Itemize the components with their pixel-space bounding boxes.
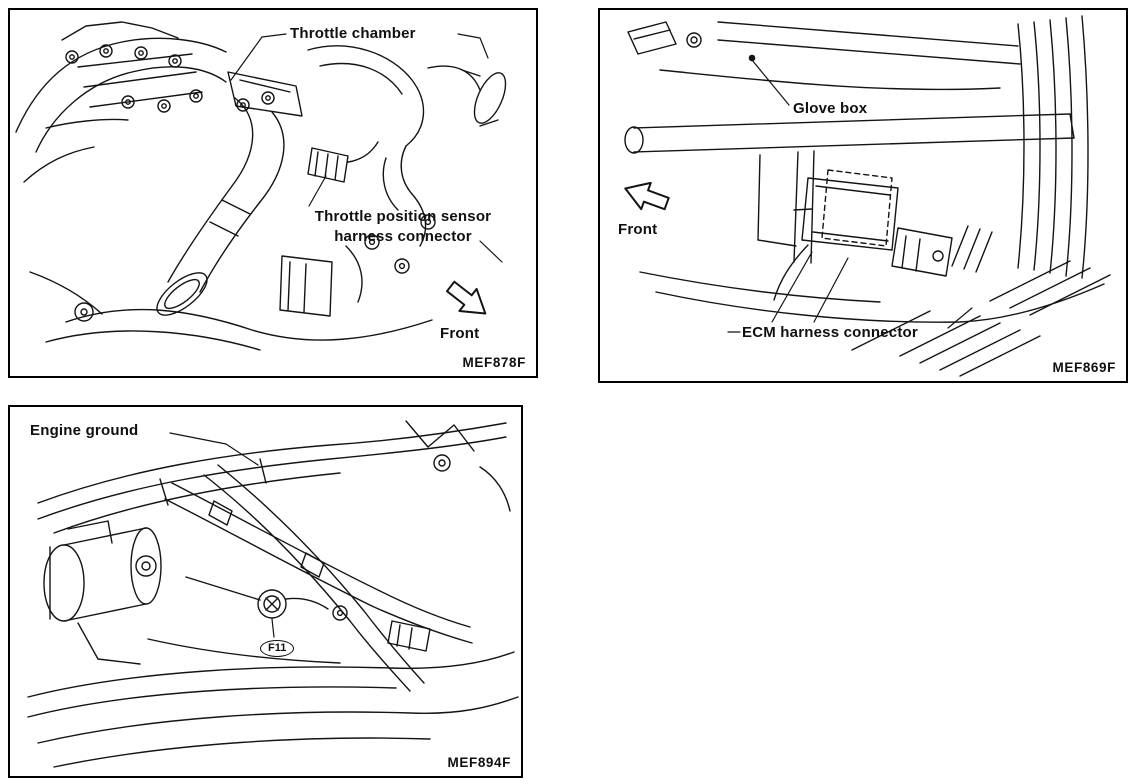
label-engine-ground: Engine ground [30, 422, 139, 439]
label-tps-harness-connector: Throttle position sensor harness connect… [280, 207, 526, 248]
label-glove-box: Glove box [793, 100, 868, 117]
figure-ecm-connector: Glove box Front ECM harness connector ME… [598, 8, 1128, 383]
engine-ground-illustration [27, 420, 519, 768]
label-tps-line1: Throttle position sensor [314, 208, 492, 225]
label-front-ecm: Front [618, 221, 658, 238]
ecm-illustration [624, 15, 1111, 377]
figure-code-ground: MEF894F [447, 755, 511, 770]
front-arrow-icon [624, 181, 670, 211]
front-arrow-icon [445, 280, 487, 315]
ground-bolt-icon [263, 595, 281, 613]
label-front-throttle: Front [440, 325, 480, 342]
throttle-illustration [15, 21, 507, 351]
figure-throttle-sensor: Throttle chamber Throttle position senso… [8, 8, 538, 378]
figure-engine-ground: Engine ground F11 MEF894F [8, 405, 523, 778]
label-tps-line2: harness connector [334, 228, 472, 246]
figure-code-throttle: MEF878F [462, 355, 526, 370]
connector-ref-badge: F11 [260, 640, 295, 657]
label-throttle-chamber: Throttle chamber [290, 25, 416, 42]
glove-box-pointer-icon [748, 54, 790, 106]
label-ecm-harness-connector: ECM harness connector [742, 324, 918, 341]
figure-code-ecm: MEF869F [1052, 360, 1116, 375]
